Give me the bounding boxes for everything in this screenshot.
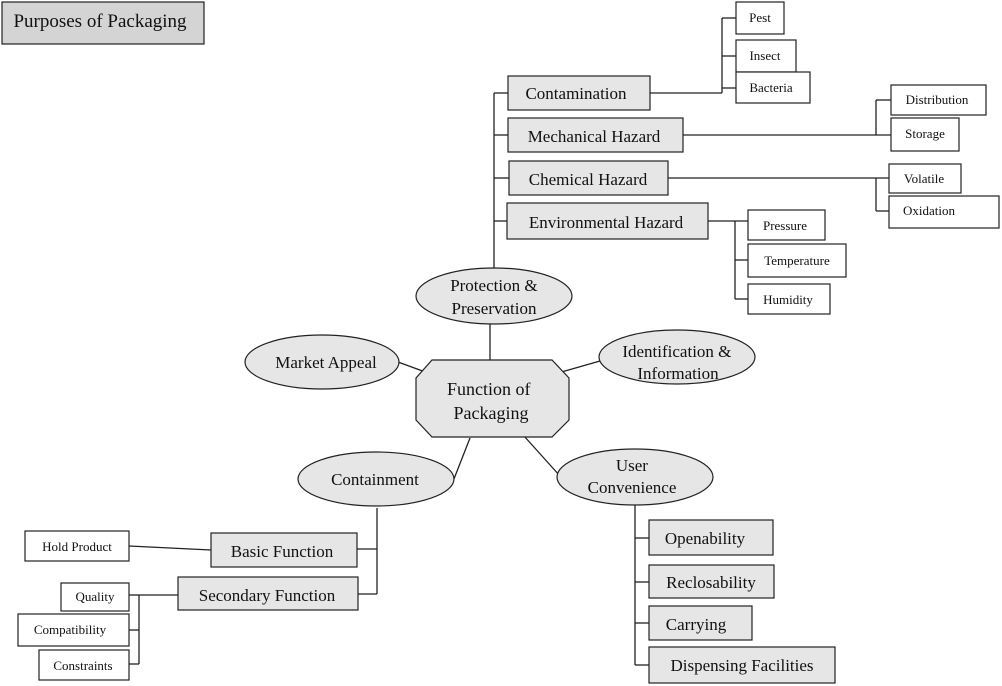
node-basic-function: Basic Function: [210, 532, 358, 568]
category-containment: Containment: [297, 451, 455, 507]
node-secondary-function: Secondary Function: [177, 576, 359, 611]
secondary-function-label: Secondary Function: [199, 586, 336, 605]
compatibility-label: Compatibility: [34, 622, 107, 637]
protection-label-line1: Protection &: [450, 276, 537, 295]
diagram-title: Purposes of Packaging: [1, 1, 205, 45]
category-identification: Identification & Information: [598, 329, 756, 385]
leaf-humidity: Humidity: [747, 283, 831, 315]
category-protection: Protection & Preservation: [415, 267, 573, 325]
oxidation-label: Oxidation: [903, 203, 955, 218]
node-reclosability: Reclosability: [648, 564, 775, 599]
category-market-appeal: Market Appeal: [244, 334, 400, 390]
contamination-label: Contamination: [525, 84, 627, 103]
identification-label-line1: Identification &: [622, 342, 731, 361]
leaf-bacteria: Bacteria: [735, 71, 811, 104]
containment-label: Containment: [331, 470, 419, 489]
center-label-line1: Function of: [447, 379, 531, 399]
temperature-label: Temperature: [764, 253, 830, 268]
volatile-label: Volatile: [904, 171, 944, 186]
pressure-label: Pressure: [763, 218, 807, 233]
basic-function-label: Basic Function: [231, 542, 334, 561]
leaf-storage: Storage: [890, 117, 960, 152]
svg-text:Identification & Informa: Identification & Information: [622, 342, 735, 383]
distribution-label: Distribution: [906, 92, 969, 107]
leaf-quality: Quality: [60, 582, 130, 612]
insect-label: Insect: [749, 48, 780, 63]
center-node: Function of Packaging: [415, 359, 570, 438]
dispensing-facilities-label: Dispensing Facilities: [670, 656, 813, 675]
leaf-hold-product: Hold Product: [24, 530, 130, 562]
node-environmental-hazard: Environmental Hazard: [506, 202, 709, 240]
title-text: Purposes of Packaging: [13, 11, 187, 32]
identification-label-line2: Information: [637, 364, 719, 383]
convenience-label-line2: Convenience: [588, 478, 677, 497]
node-chemical-hazard: Chemical Hazard: [508, 160, 669, 196]
connector-lines: [128, 17, 891, 666]
openability-label: Openability: [665, 529, 746, 548]
carrying-label: Carrying: [666, 615, 727, 634]
reclosability-label: Reclosability: [666, 573, 756, 592]
svg-text:User Convenience: User Convenience: [588, 456, 677, 497]
leaf-temperature: Temperature: [747, 243, 847, 278]
node-contamination: Contamination: [507, 75, 651, 111]
leaf-distribution: Distribution: [890, 84, 987, 116]
leaf-pressure: Pressure: [747, 209, 826, 241]
hold-product-label: Hold Product: [42, 539, 112, 554]
center-label-line2: Packaging: [454, 403, 529, 423]
svg-text:Protection & Preservatio: Protection & Preservation: [450, 276, 542, 318]
node-dispensing-facilities: Dispensing Facilities: [648, 646, 836, 684]
leaf-constraints: Constraints: [38, 649, 130, 681]
chemical-hazard-label: Chemical Hazard: [529, 170, 648, 189]
bacteria-label: Bacteria: [749, 80, 793, 95]
pest-label: Pest: [749, 10, 771, 25]
humidity-label: Humidity: [763, 292, 813, 307]
mechanical-hazard-label: Mechanical Hazard: [528, 127, 661, 146]
leaf-pest: Pest: [735, 1, 785, 35]
convenience-label-line1: User: [616, 456, 648, 475]
leaf-insect: Insect: [735, 39, 797, 73]
environmental-hazard-label: Environmental Hazard: [529, 213, 684, 232]
storage-label: Storage: [905, 126, 945, 141]
node-mechanical-hazard: Mechanical Hazard: [507, 117, 684, 153]
leaf-compatibility: Compatibility: [17, 613, 130, 647]
protection-label-line2: Preservation: [452, 299, 537, 318]
category-user-convenience: User Convenience: [556, 448, 714, 506]
market-appeal-label: Market Appeal: [275, 353, 377, 372]
leaf-volatile: Volatile: [888, 163, 962, 194]
svg-text:Function of Packaging: Function of Packaging: [447, 379, 535, 423]
leaf-oxidation: Oxidation: [888, 195, 1000, 229]
quality-label: Quality: [76, 589, 115, 604]
node-openability: Openability: [648, 519, 774, 556]
node-carrying: Carrying: [648, 605, 753, 641]
constraints-label: Constraints: [53, 658, 112, 673]
